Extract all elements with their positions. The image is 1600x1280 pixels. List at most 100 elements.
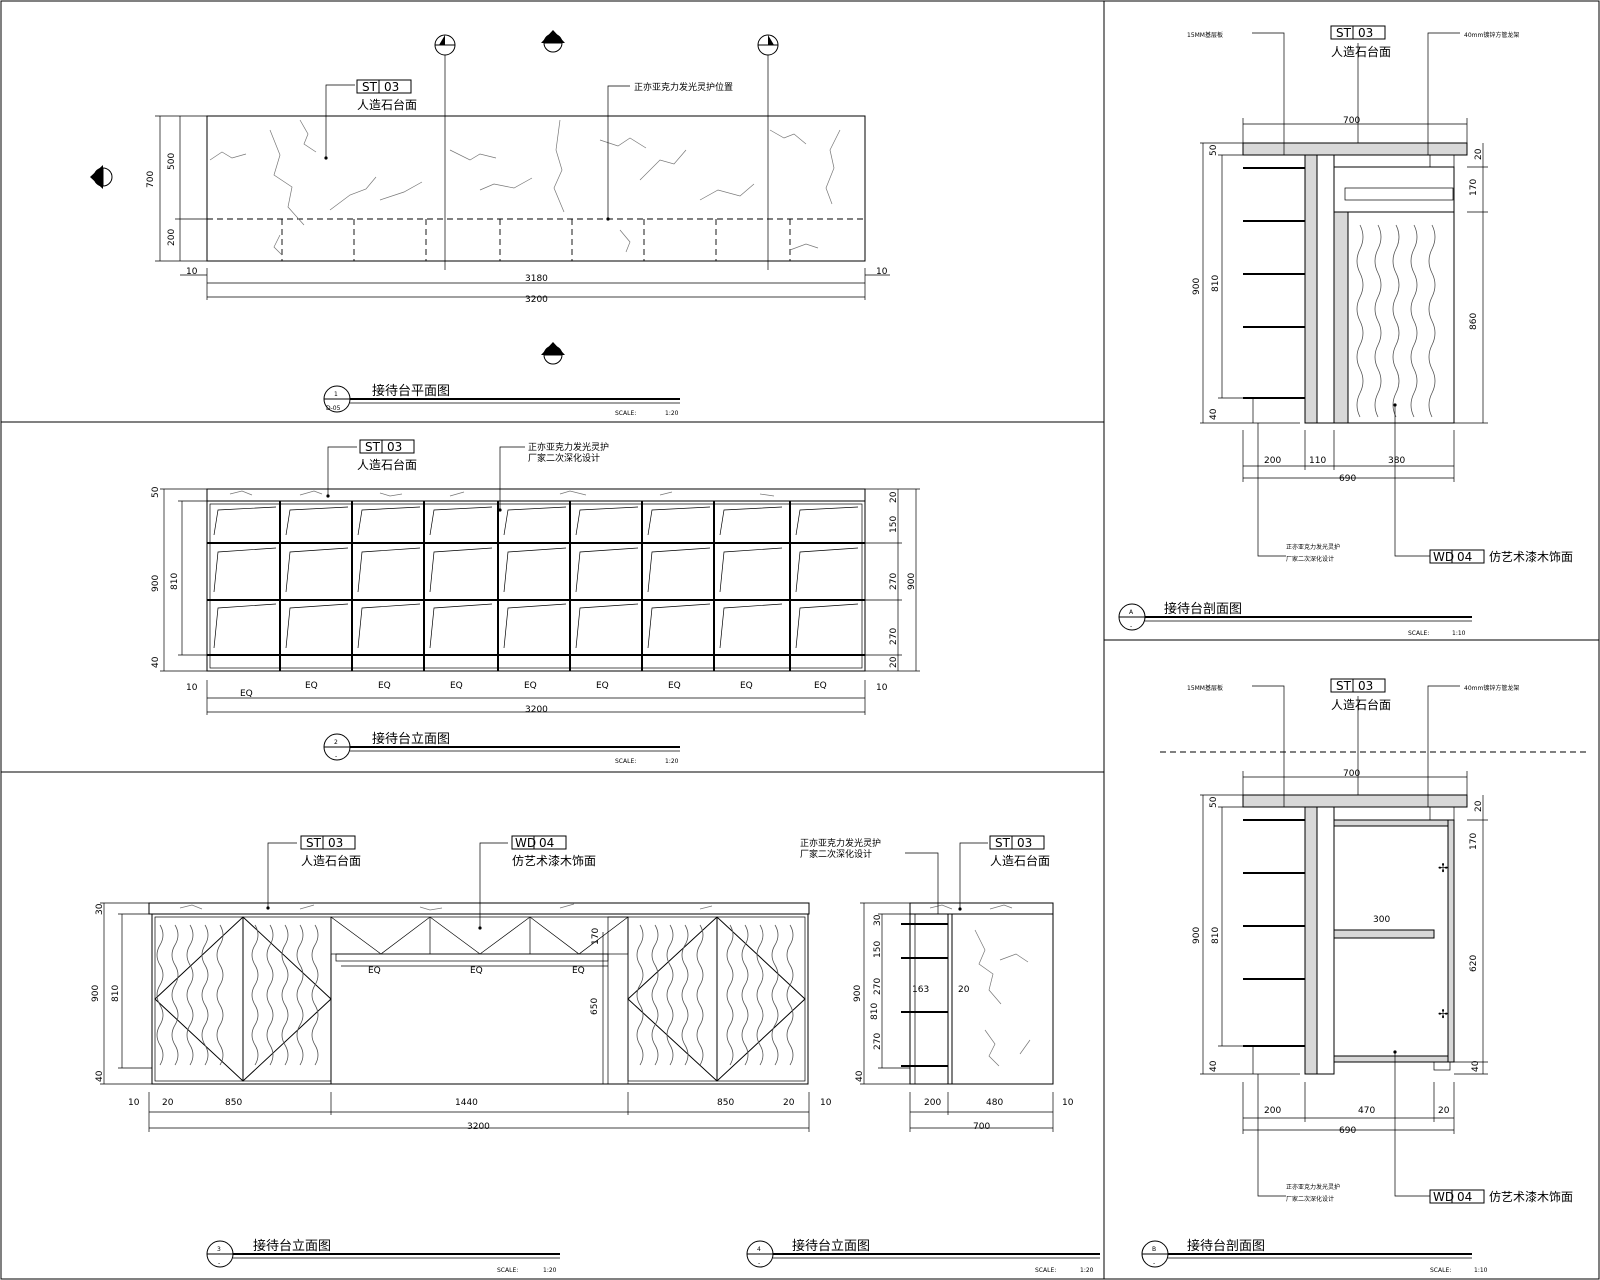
secB-dim-690: 690 — [1339, 1126, 1356, 1136]
secB-wood-label: 仿艺术漆木饰面 — [1489, 1190, 1573, 1204]
plan-view — [90, 30, 890, 365]
tag-code: ST — [362, 80, 378, 94]
tag-number: 04 — [1457, 550, 1472, 564]
front-dim-3200: 3200 — [525, 705, 548, 715]
plan-dim-500: 500 — [167, 153, 177, 170]
title-2-scale: 1:20 — [665, 758, 679, 765]
elev4-dim-30: 30 — [873, 914, 883, 926]
secA-acrylic-line1: 正亦亚克力发光灵护 — [1286, 543, 1340, 551]
elev3-dim-20-right: 20 — [783, 1098, 795, 1108]
elev4-stone-label: 人造石台面 — [990, 853, 1050, 868]
secB-dim-300: 300 — [1373, 915, 1390, 925]
tag-number: 03 — [1358, 679, 1373, 693]
elev3-dim-3200: 3200 — [467, 1122, 490, 1132]
title-b-scale-label: SCALE: — [1430, 1267, 1451, 1274]
title-b-text: 接待台剖面图 — [1187, 1238, 1265, 1254]
secB-dim-50: 50 — [1209, 796, 1219, 808]
title-3-scale-label: SCALE: — [497, 1267, 518, 1274]
title-3-num: 3 — [217, 1246, 221, 1253]
section-marker-b-icon — [757, 34, 779, 56]
tag-code: WD — [1433, 550, 1454, 564]
title-block-a: A - 接待台剖面图 SCALE: 1:10 — [1118, 601, 1472, 637]
tag-number: 03 — [387, 440, 402, 454]
front-eq-4: EQ — [450, 681, 463, 691]
elev3-dim-900: 900 — [91, 985, 101, 1002]
front-acrylic-line2: 厂家二次深化设计 — [528, 452, 600, 464]
secA-tag-wd04: WD 04 — [1429, 549, 1485, 564]
front-eq-9: EQ — [814, 681, 827, 691]
title-block-b: B - 接待台剖面图 SCALE: 1:10 — [1141, 1238, 1488, 1274]
title-3-ref: - — [218, 1260, 220, 1267]
elev4-dim-150: 150 — [873, 941, 883, 958]
elev3-eq-3: EQ — [572, 966, 585, 976]
elev4-dim-700: 700 — [973, 1122, 990, 1132]
secA-dim-700: 700 — [1343, 116, 1360, 126]
elev4-dim-810: 810 — [870, 1003, 880, 1020]
secB-dim-200: 200 — [1264, 1106, 1281, 1116]
elevation-4-drawing — [860, 842, 1054, 1132]
tag-number: 03 — [1358, 26, 1373, 40]
plan-acrylic-label: 正亦亚克力发光灵护位置 — [634, 81, 733, 93]
secB-dim-810: 810 — [1211, 927, 1221, 944]
front-dim-50: 50 — [151, 486, 161, 498]
secB-dim-20: 20 — [1474, 800, 1484, 812]
elevation-marker-top-icon — [541, 30, 565, 53]
title-b-ref: - — [1153, 1260, 1155, 1267]
elev3-dim-170: 170 — [591, 928, 601, 945]
secB-acrylic-line1: 正亦亚克力发光灵护 — [1286, 1183, 1340, 1191]
plan-dim-3200: 3200 — [525, 295, 548, 305]
plan-dim-3180: 3180 — [525, 274, 548, 284]
secA-dim-40: 40 — [1209, 408, 1219, 420]
elev4-dim-200: 200 — [924, 1098, 941, 1108]
title-a-scale-label: SCALE: — [1408, 630, 1429, 637]
title-1-num: 1 — [334, 391, 338, 398]
elev4-dim-480: 480 — [986, 1098, 1003, 1108]
secA-dim-20: 20 — [1474, 148, 1484, 160]
plan-dim-700: 700 — [146, 171, 156, 188]
elev3-dim-810: 810 — [111, 985, 121, 1002]
elev4-tag-st03: ST 03 — [989, 835, 1045, 850]
front-dim-270-a: 270 — [889, 573, 899, 590]
elev4-dim-163: 163 — [912, 985, 929, 995]
front-dim-40: 40 — [151, 656, 161, 668]
section-marker-a-icon — [434, 34, 456, 56]
title-a-num: A — [1129, 609, 1134, 616]
tag-number: 03 — [1017, 836, 1032, 850]
tag-code: ST — [365, 440, 381, 454]
elev3-dim-30: 30 — [95, 903, 105, 915]
front-eq-3: EQ — [378, 681, 391, 691]
title-4-scale-label: SCALE: — [1035, 1267, 1056, 1274]
secA-dim-860: 860 — [1469, 313, 1479, 330]
front-eq-5: EQ — [524, 681, 537, 691]
secA-dim-170: 170 — [1469, 179, 1479, 196]
title-4-ref: - — [758, 1260, 760, 1267]
title-2-num: 2 — [334, 739, 338, 746]
secA-tag-st03: ST 03 — [1330, 25, 1386, 40]
secA-acrylic-line2: 厂家二次深化设计 — [1286, 555, 1334, 563]
secA-wood-label: 仿艺术漆木饰面 — [1489, 550, 1573, 564]
title-block-4: 4 - 接待台立面图 SCALE: 1:20 — [746, 1238, 1100, 1274]
tag-number: 03 — [328, 836, 343, 850]
title-2-scale-label: SCALE: — [615, 758, 636, 765]
elev3-eq-1: EQ — [368, 966, 381, 976]
tag-code: ST — [1336, 26, 1352, 40]
title-block-1: 1 D-05 接待台平面图 SCALE: 1:20 — [323, 383, 680, 417]
title-b-scale: 1:10 — [1474, 1267, 1488, 1274]
elevation-3-drawing — [100, 842, 810, 1132]
secB-dim-700: 700 — [1343, 769, 1360, 779]
plan-dim-10-left: 10 — [186, 267, 198, 277]
hinge-bottom-icon: ✢ — [1438, 1007, 1448, 1021]
title-2-ref: - — [335, 753, 337, 760]
secA-dim-50: 50 — [1209, 144, 1219, 156]
front-acrylic-line1: 正亦亚克力发光灵护 — [528, 441, 609, 453]
secA-steel-label: 40mm镀锌方管龙架 — [1464, 31, 1519, 39]
elev3-eq-2: EQ — [470, 966, 483, 976]
front-dim-10-right: 10 — [876, 683, 888, 693]
title-4-scale: 1:20 — [1080, 1267, 1094, 1274]
secA-dim-690: 690 — [1339, 474, 1356, 484]
title-1-scale: 1:20 — [665, 410, 679, 417]
front-tag-st03: ST 03 — [359, 439, 415, 454]
elev4-acrylic-line2: 厂家二次深化设计 — [800, 848, 872, 860]
